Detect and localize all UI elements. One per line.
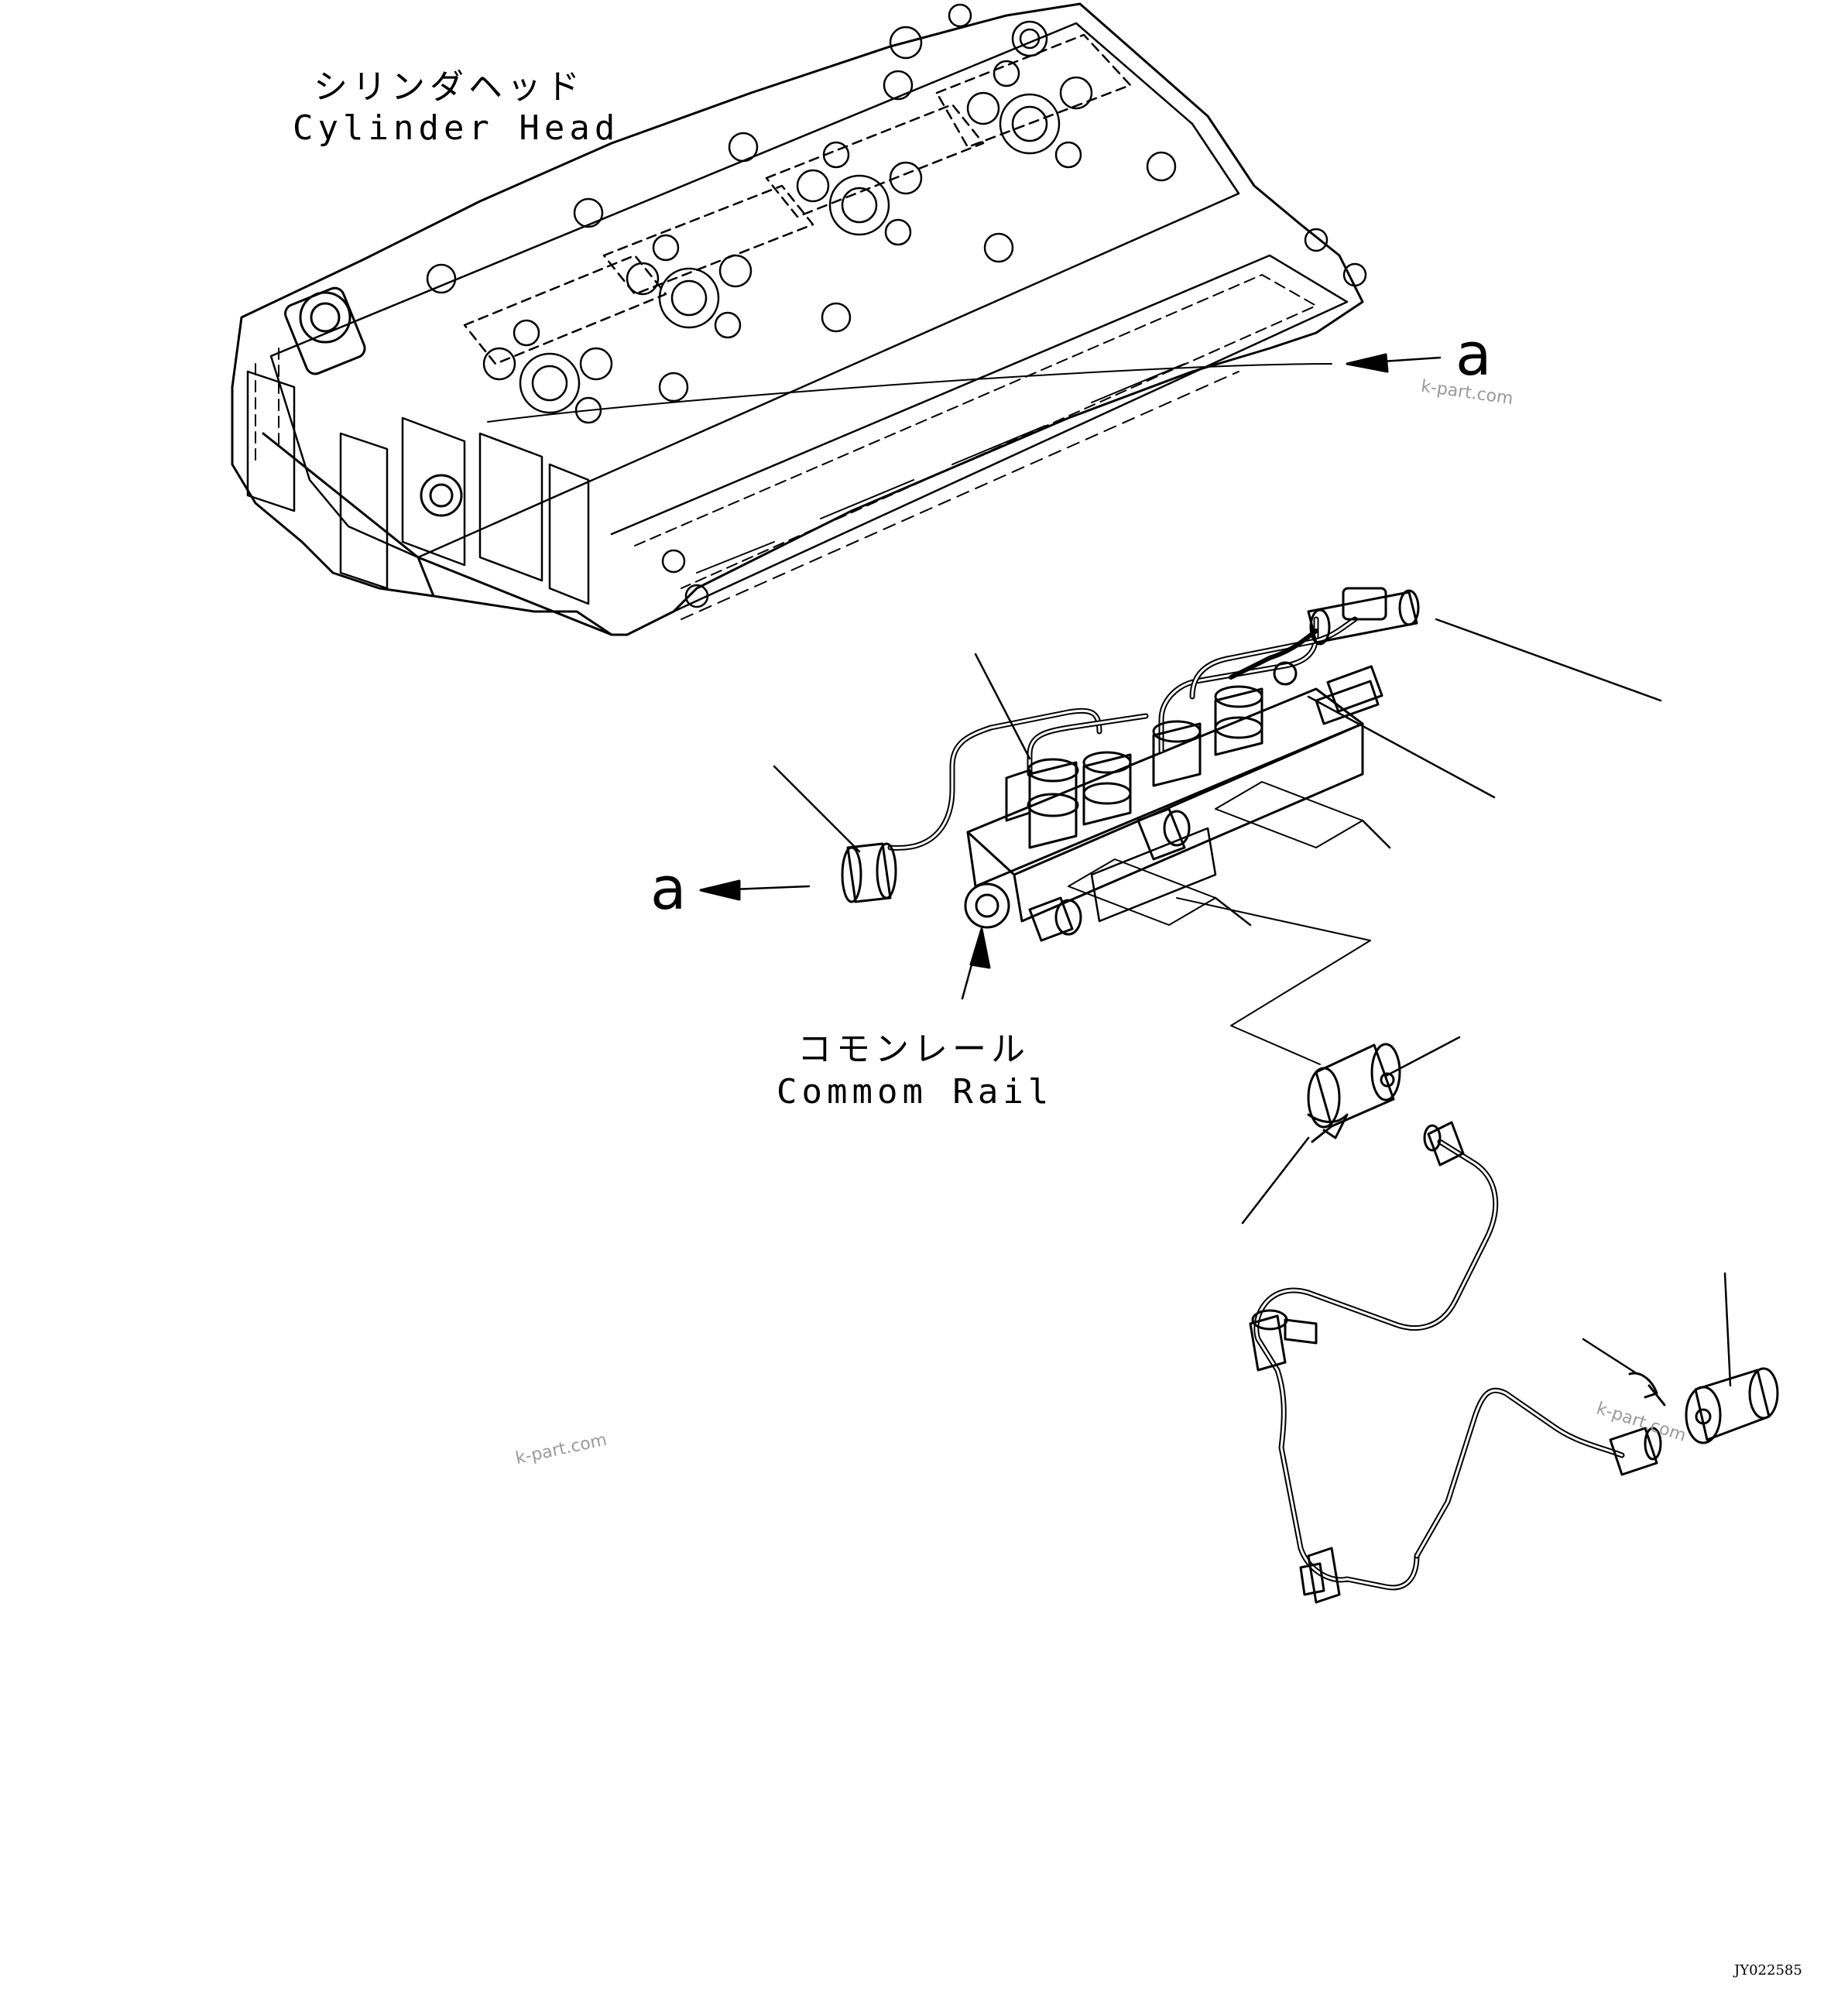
callout-a-top: a — [1455, 320, 1492, 389]
cylinder-head-label-en: Cylinder Head — [293, 108, 620, 148]
common-rail-drawing — [699, 587, 1662, 1065]
callout-a-left: a — [650, 854, 687, 923]
common-rail-label-en: Commom Rail — [777, 1072, 1054, 1112]
common-rail-label-jp: コモンレール — [797, 1030, 1030, 1069]
cylinder-head-label-jp: シリンダヘッド — [314, 67, 585, 107]
loose-parts-drawing — [1241, 1036, 1779, 1604]
cylinder-head-drawing — [231, 2, 1442, 636]
drawing-code: JY022585 — [1734, 1962, 1802, 1979]
